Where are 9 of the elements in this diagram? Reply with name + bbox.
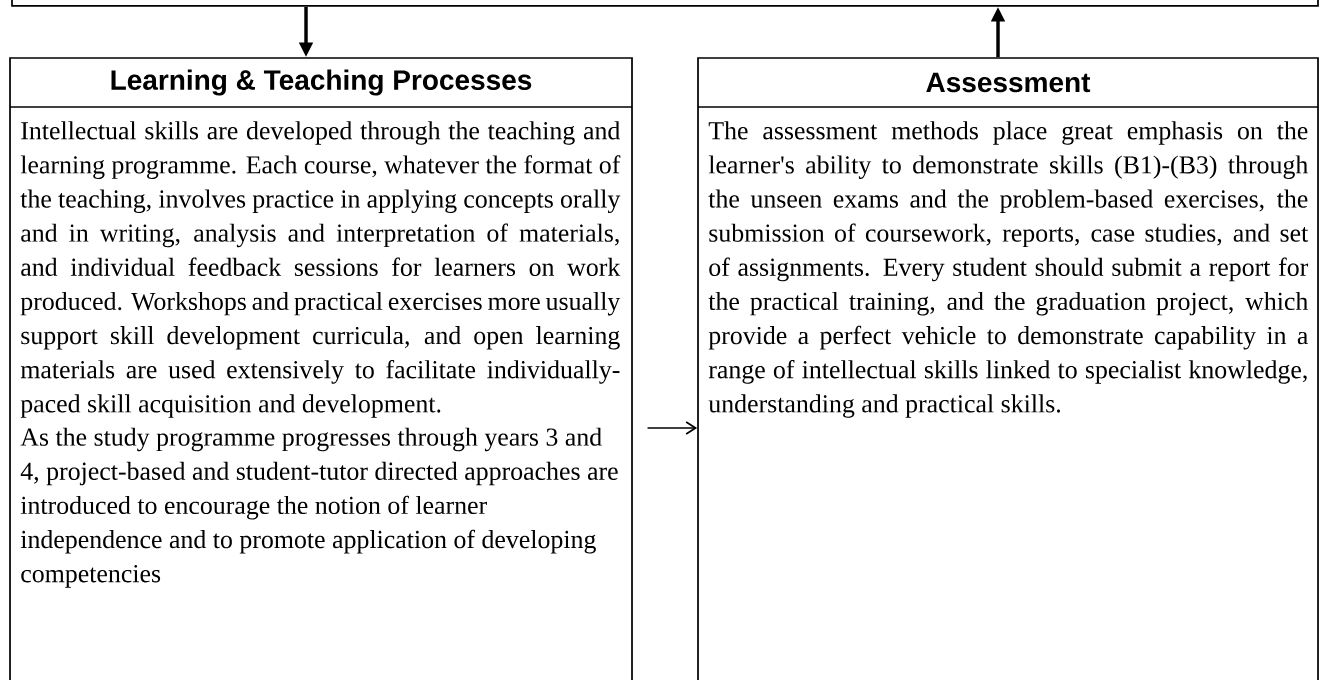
heading: Learning & Teaching Processes xyxy=(111,69,532,96)
paragraph: Intellectual skills are developed through the teaching and learning programme. Each course, whatever the format of the teaching, involves practice in applying concepts orally and in writing, analysis and interpretation of materials, and individual feedback sessions for learners on work produced. Workshops and practical exercises more usually support skill development curricula, and open learning materials are used extensively to facilitate individually-paced skill acquisition and development. xyxy=(20,121,621,418)
process-box xyxy=(697,57,1319,680)
arrow xyxy=(646,421,698,435)
paragraph: The assessment methods place great emphasis on the learner's ability to demonstrate skills (B1)-(B3) through the unseen exams and the problem-based exercises, the submission of coursework, reports, case studies, and set of assignments. Every student should submit a report for the practical training, and the graduation project, which provide a perfect vehicle to demonstrate capability in a range of intellectual skills linked to specialist knowledge, understanding and practical skills. xyxy=(708,121,1309,418)
box xyxy=(11,0,1319,7)
heading: Assessment xyxy=(926,72,1091,93)
process-box xyxy=(9,57,633,680)
paragraph: As the study programme progresses through years 3 and 4, project-based and student-tutor directed approaches are introduced to encourage the notion of learner independence and to promote application of developing competencies xyxy=(20,427,618,588)
